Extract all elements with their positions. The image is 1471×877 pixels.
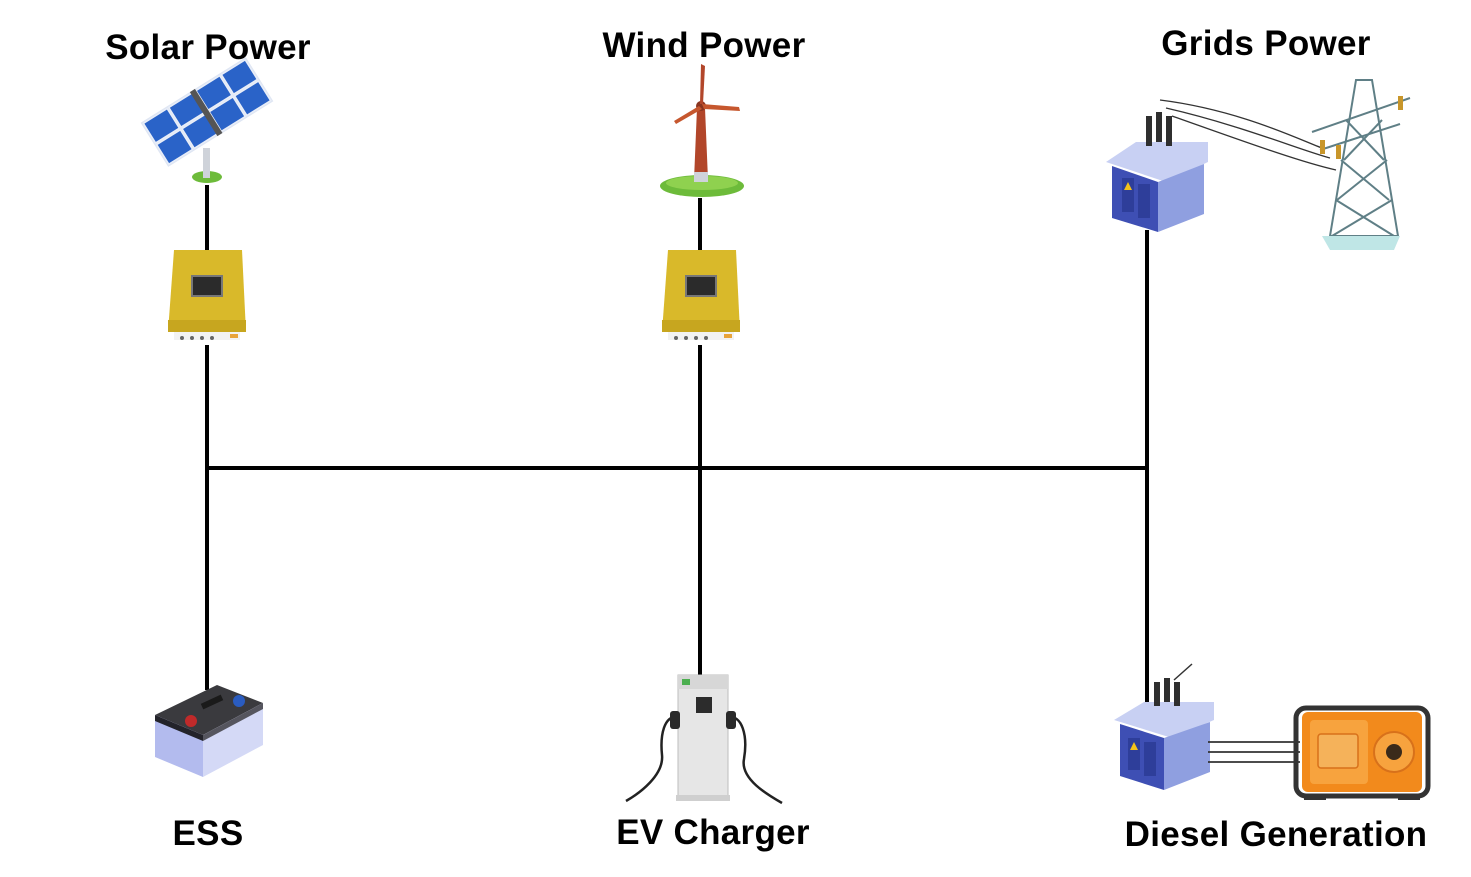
- generator-cable: [1208, 741, 1300, 763]
- wind-power-label: Wind Power: [602, 26, 806, 65]
- solar-panel-icon: [140, 57, 274, 183]
- wiring: [205, 185, 1149, 702]
- ev-charger-label: EV Charger: [616, 813, 810, 852]
- inverter-icon: [662, 250, 740, 340]
- solar-power-label: Solar Power: [105, 28, 311, 67]
- transformer-icon: [1106, 112, 1208, 232]
- wind-turbine-icon: [660, 64, 744, 197]
- inverter-icon: [168, 250, 246, 340]
- transmission-tower-icon: [1159, 79, 1411, 250]
- diesel-generation-label: Diesel Generation: [1124, 815, 1428, 854]
- grids-power-label: Grids Power: [1161, 24, 1371, 63]
- ess-label: ESS: [172, 814, 244, 853]
- battery-icon: [155, 685, 263, 777]
- diesel-generator-icon: [1293, 705, 1431, 800]
- transformer-icon: [1114, 663, 1214, 790]
- ev-charger-icon: [625, 674, 783, 805]
